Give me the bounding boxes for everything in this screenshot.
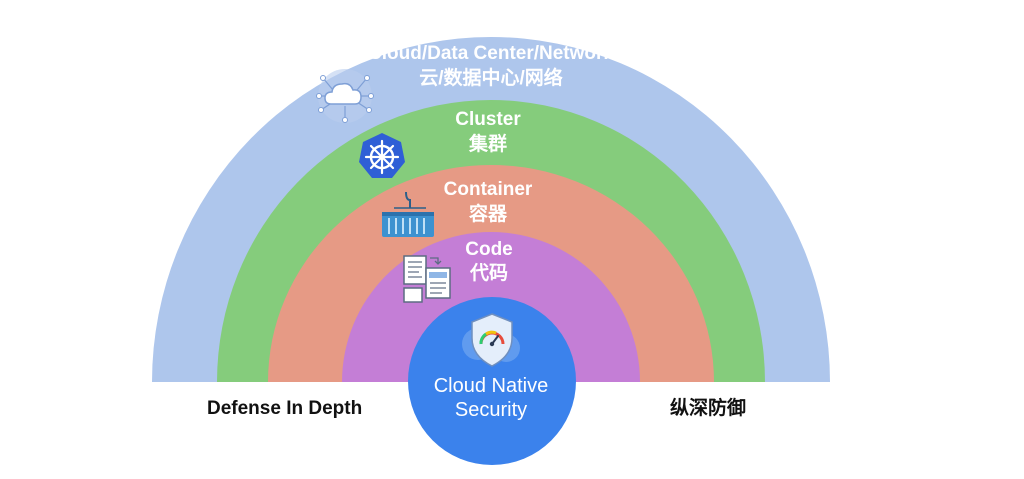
core-label-line1: Cloud Native <box>434 375 549 397</box>
cloud-network-icon <box>316 69 374 123</box>
kubernetes-helm-icon <box>359 133 405 178</box>
code-document-icon <box>403 255 451 303</box>
container-layer-title: Container <box>444 179 533 200</box>
core-security-circle <box>408 297 576 465</box>
cloud-layer-title: Cloud/Data Center/Network <box>368 43 614 64</box>
shipping-container-icon <box>382 191 434 237</box>
caption-left: Defense In Depth <box>207 398 362 419</box>
cluster-layer-title: Cluster <box>455 109 521 130</box>
core-label-line2: Security <box>455 399 527 421</box>
caption-right: 纵深防御 <box>670 396 746 419</box>
container-layer-subtitle: 容器 <box>469 202 508 225</box>
code-layer-subtitle: 代码 <box>469 262 508 284</box>
security-shield-gauge-icon <box>462 313 520 367</box>
cloud-layer-subtitle: 云/数据中心/网络 <box>419 66 563 89</box>
cluster-layer-subtitle: 集群 <box>468 132 507 155</box>
code-layer-title: Code <box>465 239 513 260</box>
